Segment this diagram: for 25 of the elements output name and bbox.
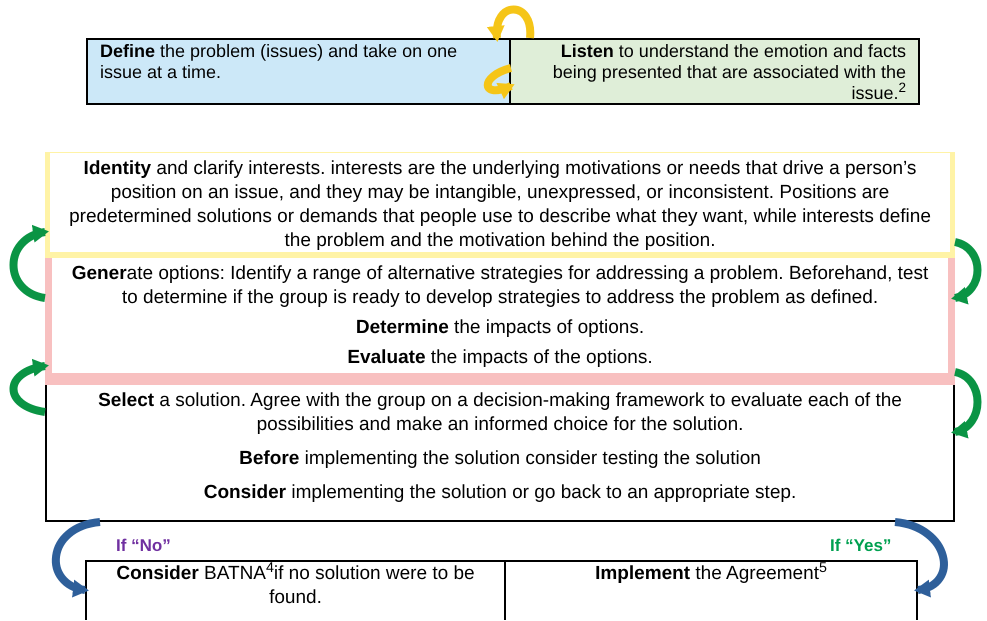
step-text: Determine the impacts of options. xyxy=(354,316,646,340)
outcome-box xyxy=(85,560,506,620)
step-text: Implement the Agreement$^{5}$ xyxy=(594,562,828,586)
step-text: Consider implementing the solution or go back to an appropriate step. xyxy=(202,481,798,505)
step-text: Before implementing the solution consider testing the solution xyxy=(238,447,762,471)
step-box xyxy=(45,385,955,522)
step-text: Generate options: Identify a range of alternative strategies for addressing a problem. Beforehand, test to determine if the group is ready to develop strategies to address the problem as defined. xyxy=(70,262,930,310)
curved-arrow xyxy=(488,6,534,42)
curved-arrow xyxy=(484,64,515,99)
step-box xyxy=(86,38,511,105)
step-text: Identity and clarify interests. interests are the underlying motivations or needs that drive a person’s position on an issue, and they may be intangible, unexpressed, or inconsistent. Positions are predetermined solutions or demands that people use to describe what they want, while interests define the problem and the motivation behind the position. xyxy=(68,157,932,253)
curved-arrow xyxy=(951,238,982,303)
step-text: Consider BATNA$^{4}$if no solution were to be found. xyxy=(115,562,476,610)
step-box xyxy=(45,258,955,385)
curved-arrow xyxy=(894,518,948,596)
curved-arrow xyxy=(10,226,49,302)
step-text: Define the problem (issues) and take on one issue at a time. xyxy=(100,41,458,83)
curved-arrow xyxy=(10,360,49,416)
step-text: Listen to understand the emotion and facts being presented that are associated with the issue.$^{2}$ xyxy=(552,41,906,104)
step-box xyxy=(511,38,920,105)
curved-arrow xyxy=(52,518,101,596)
outcome-box xyxy=(506,560,918,620)
step-text: Select a solution. Agree with the group on a decision-making framework to evaluate each of the possibilities and make an informed choice for the solution. xyxy=(97,389,903,437)
step-text: Evaluate the impacts of the options. xyxy=(346,346,654,370)
curved-arrow xyxy=(951,368,982,437)
